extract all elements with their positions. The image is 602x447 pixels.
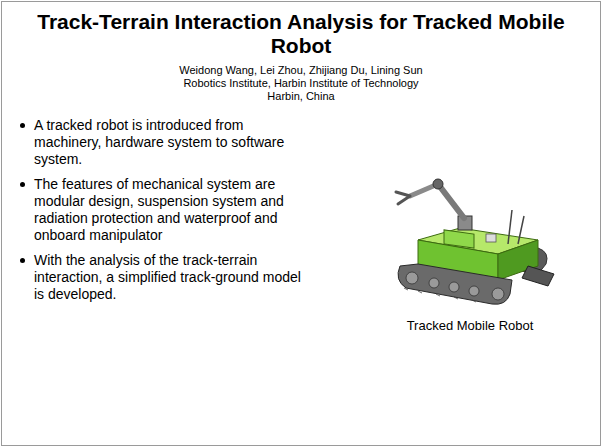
slide-title: Track-Terrain Interaction Analysis for T… — [30, 10, 572, 58]
bullet-dot — [20, 258, 25, 263]
bullet-item: With the analysis of the track-terrain i… — [20, 252, 305, 303]
bullet-dot — [20, 182, 25, 187]
bullet-text: A tracked robot is introduced from machi… — [34, 117, 305, 168]
author-line: Robotics Institute, Harbin Institute of … — [60, 77, 542, 90]
bullet-item: The features of mechanical system are mo… — [20, 176, 305, 244]
robot-illustration — [388, 170, 558, 310]
bullet-dot — [20, 123, 25, 128]
bullet-text: With the analysis of the track-terrain i… — [34, 252, 305, 303]
figure-caption: Tracked Mobile Robot — [380, 318, 560, 333]
author-line: Harbin, China — [60, 90, 542, 103]
bullet-item: A tracked robot is introduced from machi… — [20, 117, 305, 168]
author-line: Weidong Wang, Lei Zhou, Zhijiang Du, Lin… — [60, 64, 542, 77]
bullet-text: The features of mechanical system are mo… — [34, 176, 305, 244]
